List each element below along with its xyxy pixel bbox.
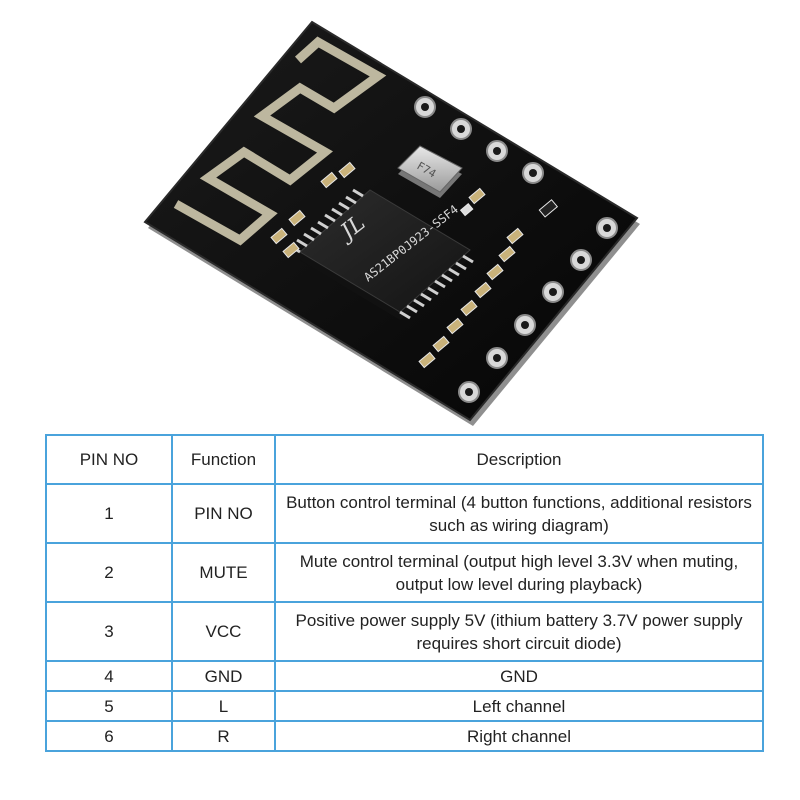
- pin-number: 1: [45, 483, 173, 544]
- header-description: Description: [274, 434, 764, 485]
- table-header-row: PIN NO Function Description: [45, 434, 764, 485]
- pin-number: 3: [45, 601, 173, 662]
- table-row: 1 PIN NO Button control terminal (4 butt…: [45, 483, 764, 544]
- pin-function-table: PIN NO Function Description 1 PIN NO But…: [45, 434, 764, 752]
- pin-function: GND: [171, 660, 276, 692]
- table-row: 2 MUTE Mute control terminal (output hig…: [45, 542, 764, 603]
- pin-description: Right channel: [274, 720, 764, 752]
- pin-function: VCC: [171, 601, 276, 662]
- table-row: 3 VCC Positive power supply 5V (ithium b…: [45, 601, 764, 662]
- pin-description: Button control terminal (4 button functi…: [274, 483, 764, 544]
- header-pin-no: PIN NO: [45, 434, 173, 485]
- pin-description: GND: [274, 660, 764, 692]
- pin-description: Positive power supply 5V (ithium battery…: [274, 601, 764, 662]
- pin-function: L: [171, 690, 276, 722]
- pin-function: PIN NO: [171, 483, 276, 544]
- main-chip: JL AS21BP0J923-SSF4: [289, 188, 474, 320]
- bluetooth-module-photo: JL AS21BP0J923-SSF4 F74: [143, 20, 640, 426]
- pin-number: 2: [45, 542, 173, 603]
- pin-number: 5: [45, 690, 173, 722]
- header-function: Function: [171, 434, 276, 485]
- pin-number: 6: [45, 720, 173, 752]
- pin-description: Left channel: [274, 690, 764, 722]
- pin-description: Mute control terminal (output high level…: [274, 542, 764, 603]
- smd-components: [270, 161, 559, 369]
- pin-function: R: [171, 720, 276, 752]
- pin-number: 4: [45, 660, 173, 692]
- table-row: 6 R Right channel: [45, 720, 764, 752]
- table-row: 4 GND GND: [45, 660, 764, 692]
- crystal-oscillator: F74: [397, 145, 463, 198]
- pin-function: MUTE: [171, 542, 276, 603]
- table-row: 5 L Left channel: [45, 690, 764, 722]
- pcb-antenna: [173, 36, 387, 246]
